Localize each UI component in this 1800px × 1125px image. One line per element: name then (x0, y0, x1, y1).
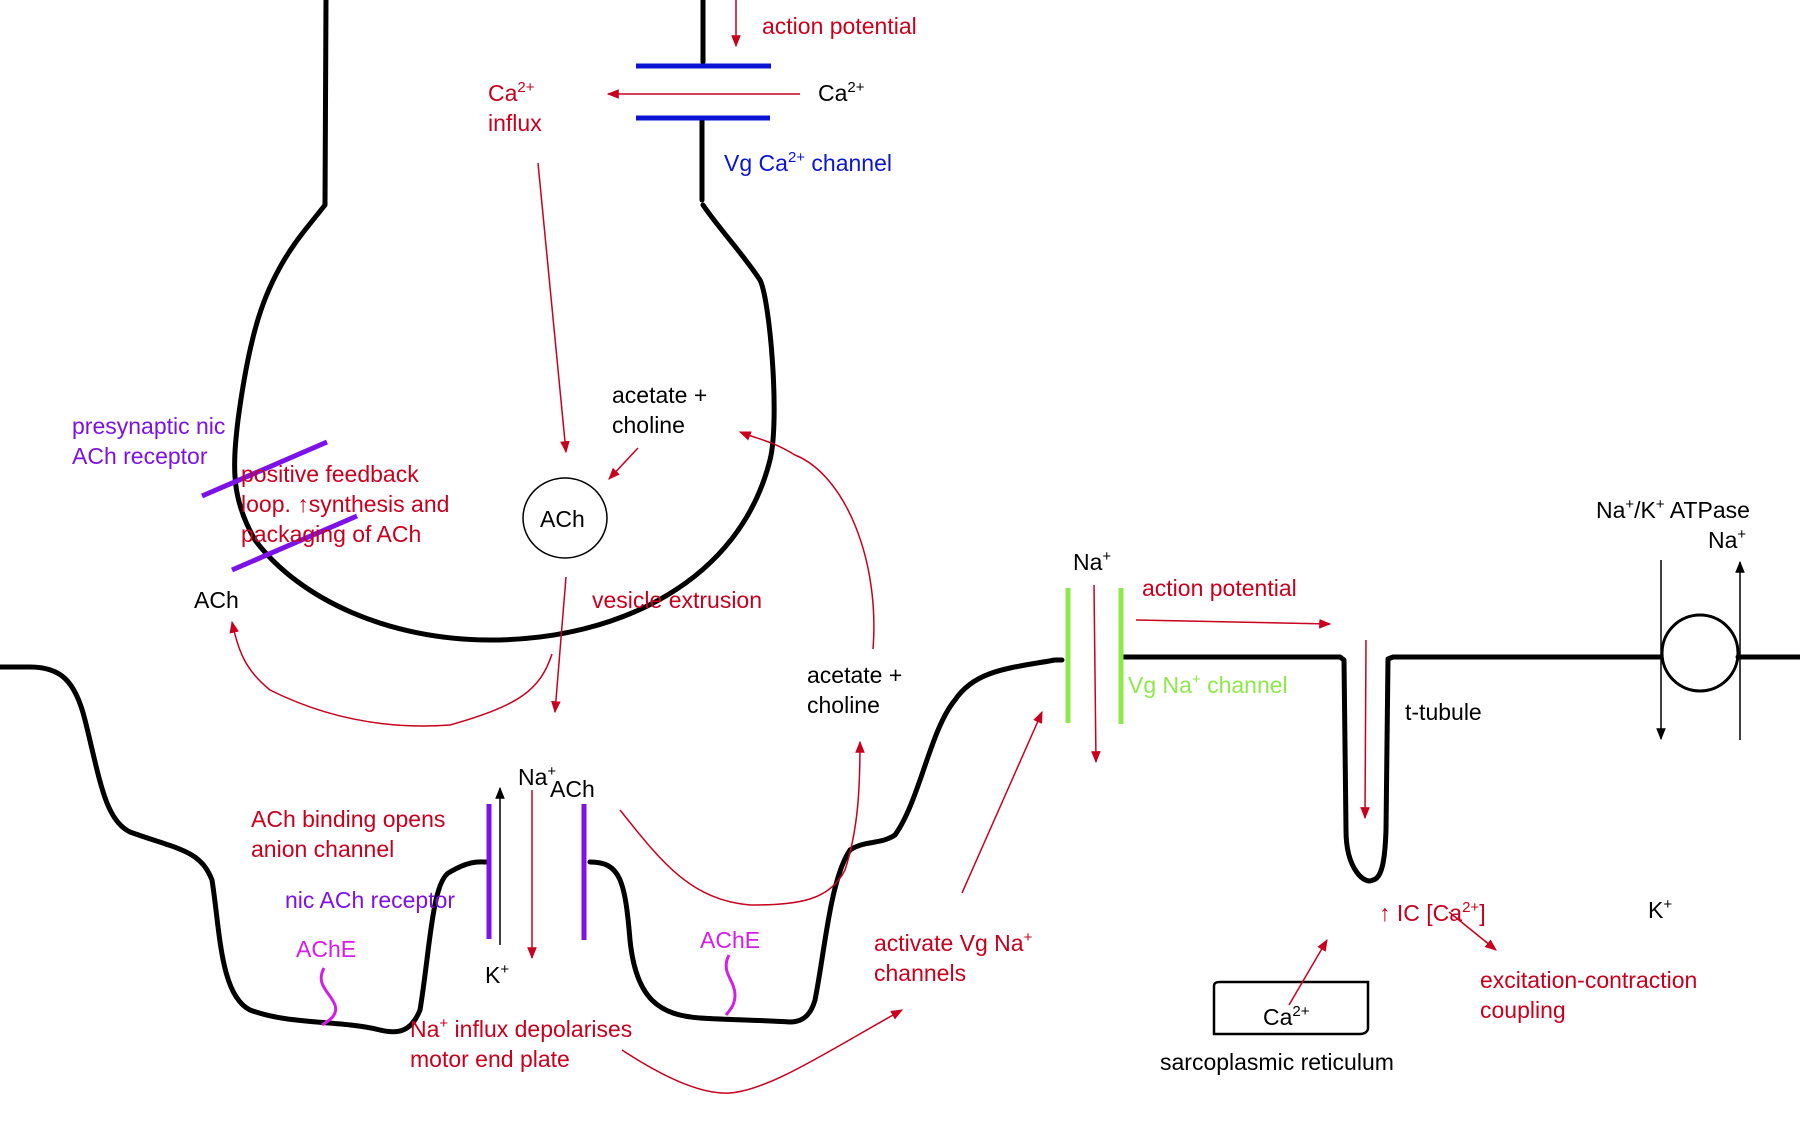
label-ca-influx: Ca2+ (488, 79, 535, 106)
label-vg-ca-channel: Vg Ca2+ channel (724, 149, 892, 176)
label-ache-2: AChE (700, 927, 760, 953)
label-nic-receptor: nic ACh receptor (285, 887, 455, 913)
presynaptic-terminal (232, 0, 777, 643)
nic-ach-receptor (486, 804, 587, 940)
na-k-atpase-pump (1660, 613, 1740, 693)
depolarisation-arrow (621, 1009, 904, 1094)
label-acetate-choline-inner-2: choline (612, 412, 685, 438)
label-ache-1: AChE (296, 936, 356, 962)
label-presynaptic-receptor-2: ACh receptor (72, 443, 208, 469)
label-positive-feedback-2: loop. ↑synthesis and (241, 491, 449, 517)
label-action-potential-muscle: action potential (1142, 575, 1297, 601)
label-ec-coupling-2: coupling (1480, 997, 1566, 1023)
label-na-influx: Na+ influx depolarises (410, 1015, 632, 1042)
label-vesicle-ach: ACh (540, 506, 585, 532)
label-ach-binding: ACh binding opens (251, 806, 445, 832)
vesicle-extrusion-arrow (551, 576, 567, 714)
label-activate-vg-2: channels (874, 960, 966, 986)
label-t-tubule: t-tubule (1405, 699, 1482, 725)
label-presynaptic-receptor: presynaptic nic (72, 413, 225, 439)
label-acetate-choline-cleft-2: choline (807, 692, 880, 718)
ach-reuptake-arrow (229, 620, 553, 727)
label-ca-influx-2: influx (488, 110, 542, 136)
postsynaptic-membrane-left (0, 664, 489, 1035)
label-na-k-atpase: Na+/K+ ATPase (1596, 496, 1750, 523)
vg-ca-channel (636, 63, 771, 121)
postsynaptic-membrane-right (1119, 654, 1663, 884)
presynaptic-receptor-bar-1 (201, 439, 328, 499)
label-na-vg: Na+ (1073, 548, 1111, 575)
label-vg-na-channel: Vg Na+ channel (1128, 671, 1288, 698)
ach-vesicle (522, 477, 608, 559)
label-na-influx-2: motor end plate (410, 1046, 570, 1072)
ache-molecule-2 (724, 954, 737, 1016)
label-activate-vg: activate Vg Na+ (874, 929, 1033, 956)
sarcoplasmic-reticulum (1212, 980, 1370, 1036)
label-ach-receptor: ACh (550, 776, 595, 802)
action-potential-muscle-arrow (1135, 618, 1332, 629)
label-ca-outside: Ca2+ (818, 79, 865, 106)
label-ic-ca: ↑ IC [Ca2+] (1379, 899, 1486, 926)
activate-vg-arrow (961, 710, 1043, 894)
na-vg-influx-arrow (1091, 584, 1101, 764)
vg-na-channel (1065, 588, 1124, 724)
ca-to-vesicle-arrow (537, 162, 570, 454)
label-ach-released: ACh (194, 587, 239, 613)
ec-coupling-arrow (1448, 911, 1497, 951)
label-pump-na: Na+ (1708, 526, 1746, 553)
label-ach-binding-2: anion channel (251, 836, 394, 862)
label-sr: sarcoplasmic reticulum (1160, 1049, 1394, 1075)
label-ec-coupling: excitation-contraction (1480, 967, 1697, 993)
label-pump-k: K+ (1648, 896, 1672, 923)
ach-breakdown-arrow (619, 740, 865, 906)
label-acetate-choline-inner: acetate + (612, 382, 707, 408)
postsynaptic-membrane-mid (587, 657, 1065, 1025)
axon-left-membrane (232, 0, 777, 643)
presynaptic-receptor-bar-2 (231, 513, 358, 573)
label-positive-feedback-3: packaging of ACh (241, 521, 421, 547)
t-tubule-arrow (1360, 639, 1370, 820)
label-na-receptor: Na+ (518, 763, 556, 790)
label-sr-ca: Ca2+ (1263, 1003, 1310, 1030)
label-positive-feedback: positive feedback (241, 461, 419, 487)
label-action-potential-top: action potential (762, 13, 917, 39)
choline-to-vesicle-arrow (608, 447, 639, 480)
ache-molecule-1 (319, 967, 338, 1027)
label-vesicle-extrusion: vesicle extrusion (592, 587, 762, 613)
label-acetate-choline-cleft: acetate + (807, 662, 902, 688)
sr-release-arrow (1288, 938, 1328, 1006)
choline-reuptake-arrow (738, 431, 875, 650)
label-k-receptor: K+ (485, 961, 509, 988)
